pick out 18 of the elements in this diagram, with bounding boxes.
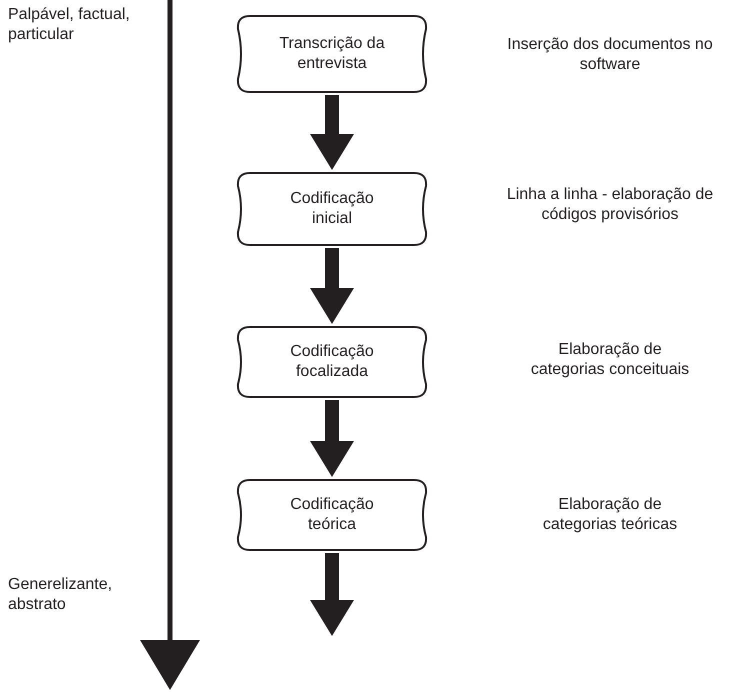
- axis-label: Palpável, factual, particular: [8, 5, 131, 45]
- arrow: [310, 553, 354, 636]
- box-text: Codificação teórica: [289, 495, 375, 535]
- arrow: [310, 95, 354, 170]
- process-box: [236, 479, 428, 551]
- arrow: [310, 248, 354, 324]
- box-text: Codificação focalizada: [289, 342, 375, 382]
- step-note: Linha a linha - elaboração de códigos provisórios: [506, 185, 714, 225]
- axis-label: Generelizante, abstrato: [8, 575, 114, 615]
- process-box: [236, 172, 428, 246]
- box-text: Codificação inicial: [289, 189, 375, 229]
- step-note: Elaboração de categorias teóricas: [542, 495, 678, 535]
- step-note: Inserção dos documentos no software: [506, 35, 714, 75]
- step-note: Elaboração de categorias conceituais: [530, 340, 690, 380]
- process-box: [236, 326, 428, 398]
- process-box: [236, 15, 428, 93]
- box-text: Transcrição da entrevista: [278, 34, 386, 74]
- arrow: [310, 400, 354, 477]
